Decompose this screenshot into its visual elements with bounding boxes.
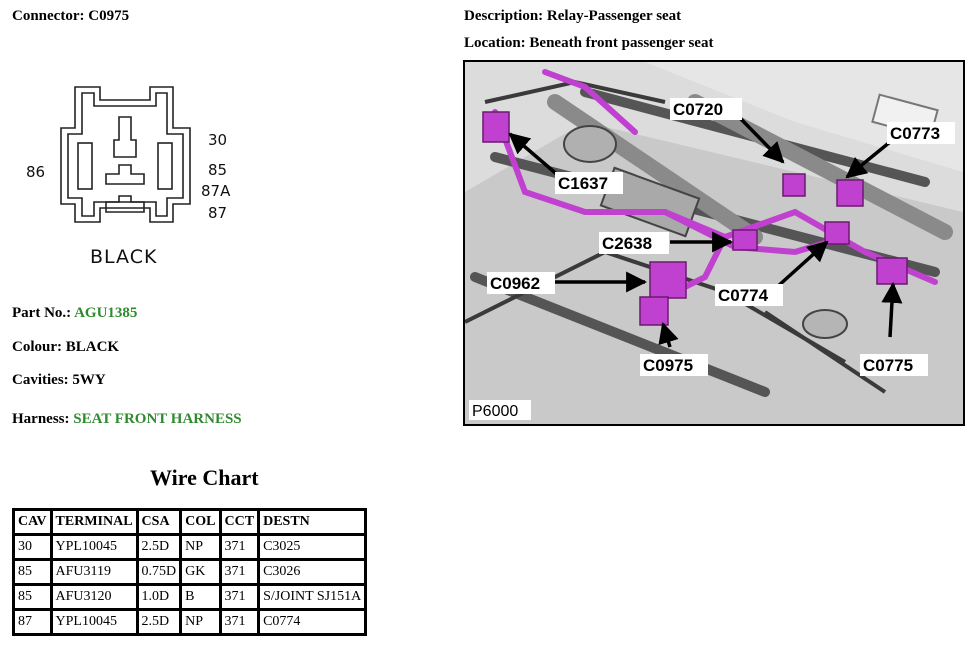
part-no-label: Part No.: xyxy=(12,305,72,321)
connector-c1637-block xyxy=(482,111,510,143)
cell-csa: 0.75D xyxy=(135,558,183,586)
cell-csa: 1.0D xyxy=(135,583,183,611)
cell-destn: C3026 xyxy=(257,558,368,586)
location-label: Location: xyxy=(464,35,526,51)
connector-c0975-block xyxy=(639,296,669,326)
cell-csa: 2.5D xyxy=(135,533,183,561)
cell-cav: 30 xyxy=(12,533,53,561)
connector-c0962-block xyxy=(649,261,687,299)
cavities-value: 5WY xyxy=(72,372,106,388)
cell-terminal: YPL10045 xyxy=(49,533,139,561)
pin-label-85: 85 xyxy=(208,161,227,179)
cell-terminal: AFU3119 xyxy=(49,558,139,586)
cell-destn: S/JOINT SJ151A xyxy=(257,583,368,611)
colour-field: Colour: BLACK xyxy=(12,339,119,356)
cell-terminal: YPL10045 xyxy=(49,608,139,636)
wire-chart-table: CAV TERMINAL CSA COL CCT DESTN 30 YPL100… xyxy=(12,508,368,636)
table-row: 85 AFU3120 1.0D B 371 S/JOINT SJ151A xyxy=(12,583,368,611)
connector-face-diagram: 30 86 85 87A 87 BLACK xyxy=(26,86,231,268)
header-col: COL xyxy=(179,508,222,536)
cavities-label: Cavities: xyxy=(12,372,69,388)
description-field: Description: Relay-Passenger seat xyxy=(464,8,681,25)
header-terminal: TERMINAL xyxy=(49,508,139,536)
pin-label-87: 87 xyxy=(208,204,227,222)
connector-c0773-block xyxy=(836,179,864,207)
part-no-value[interactable]: AGU1385 xyxy=(74,305,138,321)
table-row: 30 YPL10045 2.5D NP 371 C3025 xyxy=(12,533,368,561)
header-cct: CCT xyxy=(218,508,261,536)
pin-label-86: 86 xyxy=(26,163,45,181)
header-csa: CSA xyxy=(135,508,183,536)
callout-c1637: C1637 xyxy=(558,174,608,193)
description-value: Relay-Passenger seat xyxy=(546,8,682,24)
cavity-87a xyxy=(105,164,145,185)
cell-cav: 85 xyxy=(12,583,53,611)
connector-c0775-block xyxy=(876,257,908,285)
cell-cav: 87 xyxy=(12,608,53,636)
cell-cct: 371 xyxy=(218,583,261,611)
cell-cct: 371 xyxy=(218,533,261,561)
cell-destn: C0774 xyxy=(257,608,368,636)
cell-cav: 85 xyxy=(12,558,53,586)
connector-label: Connector: xyxy=(12,8,85,24)
connector-value: C0975 xyxy=(88,8,130,24)
table-row: 87 YPL10045 2.5D NP 371 C0774 xyxy=(12,608,368,636)
cavity-30 xyxy=(113,116,137,158)
cell-col: GK xyxy=(179,558,222,586)
cell-cct: 371 xyxy=(218,558,261,586)
callout-c0720: C0720 xyxy=(673,100,723,119)
callout-c0774: C0774 xyxy=(718,286,769,305)
wire-chart-title: Wire Chart xyxy=(150,465,259,490)
connector-field: Connector: C0975 xyxy=(12,8,129,25)
connector-c0720-block xyxy=(782,173,806,197)
cell-col: NP xyxy=(179,608,222,636)
location-field: Location: Beneath front passenger seat xyxy=(464,35,713,52)
cell-csa: 2.5D xyxy=(135,608,183,636)
callout-c0962: C0962 xyxy=(490,274,540,293)
location-photo-illustration: C0720 C0773 C1637 C2638 C0962 C0774 C097… xyxy=(465,62,963,424)
description-label: Description: xyxy=(464,8,544,24)
cavity-86 xyxy=(77,142,93,190)
pin-label-30: 30 xyxy=(208,131,227,149)
wire-chart-header-row: CAV TERMINAL CSA COL CCT DESTN xyxy=(12,508,368,536)
header-destn: DESTN xyxy=(257,508,368,536)
cavity-85 xyxy=(157,142,173,190)
cell-col: NP xyxy=(179,533,222,561)
location-value: Beneath front passenger seat xyxy=(529,35,714,51)
connector-c2638-block xyxy=(732,229,758,251)
callout-c2638: C2638 xyxy=(602,234,652,253)
colour-value: BLACK xyxy=(65,339,120,355)
colour-label: Colour: xyxy=(12,339,62,355)
connector-c0774-block xyxy=(824,221,850,245)
cavity-87 xyxy=(105,195,145,213)
part-no-field: Part No.: AGU1385 xyxy=(12,305,137,322)
cavities-field: Cavities: 5WY xyxy=(12,372,106,389)
cell-cct: 371 xyxy=(218,608,261,636)
location-photo: C0720 C0773 C1637 C2638 C0962 C0774 C097… xyxy=(463,60,965,426)
cell-terminal: AFU3120 xyxy=(49,583,139,611)
photo-code: P6000 xyxy=(472,403,518,420)
connector-inner-outline xyxy=(67,92,184,217)
cell-destn: C3025 xyxy=(257,533,368,561)
diagram-colour-label: BLACK xyxy=(90,246,157,268)
cell-col: B xyxy=(179,583,222,611)
table-row: 85 AFU3119 0.75D GK 371 C3026 xyxy=(12,558,368,586)
harness-label: Harness: xyxy=(12,411,70,427)
harness-value[interactable]: SEAT FRONT HARNESS xyxy=(73,411,242,427)
pin-label-87a: 87A xyxy=(201,182,231,200)
harness-field: Harness: SEAT FRONT HARNESS xyxy=(12,411,242,428)
callout-c0775: C0775 xyxy=(863,356,913,375)
header-cav: CAV xyxy=(12,508,53,536)
callout-c0773: C0773 xyxy=(890,124,940,143)
callout-c0975: C0975 xyxy=(643,356,693,375)
connector-housing-outline xyxy=(60,86,191,223)
